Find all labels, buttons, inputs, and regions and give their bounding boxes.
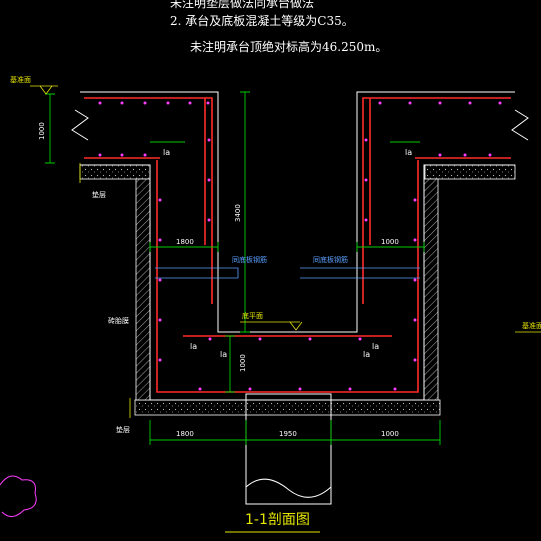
- rebar-left-outer: [156, 160, 419, 393]
- break-mark-left: [71, 109, 89, 141]
- side-wall-label: 砖胎膜: [108, 316, 129, 325]
- cushion-bottom-label: 垫层: [116, 425, 130, 434]
- la-mid-right-2: la: [363, 350, 370, 359]
- annotation-leaders: [155, 267, 420, 279]
- brick-wall-left: [135, 178, 151, 401]
- cushion-top-right: [424, 164, 516, 180]
- note-line-1: 未注明垫层做法同承台做法: [170, 0, 315, 10]
- cushion-top-left: [79, 164, 151, 180]
- rebar-right-upper: [362, 97, 511, 304]
- rebar-left-label: 同底板钢筋: [232, 255, 267, 264]
- rebar-left-upper: [84, 97, 213, 304]
- brick-wall-right: [423, 178, 439, 401]
- la-mid-left-2: la: [220, 350, 227, 359]
- cushion-bottom: [134, 399, 441, 416]
- concrete-outline: [80, 91, 515, 401]
- dim-center-depth: 3400: [234, 204, 242, 222]
- rebar-right-label: 同底板钢筋: [313, 255, 348, 264]
- dim-bottom-center: 1950: [279, 430, 297, 438]
- ground-level-left-label: 基准面: [10, 75, 31, 84]
- rebar: [84, 97, 511, 393]
- break-mark-right: [511, 109, 529, 141]
- cushion-left-label: 垫层: [92, 190, 106, 199]
- dim-bottom-left: 1800: [176, 430, 194, 438]
- la-mid-left: la: [190, 342, 197, 351]
- dim-right-inner-width: 1000: [381, 238, 399, 246]
- dimension-lines: [45, 91, 441, 445]
- ground-level-right-label: 基准面: [522, 321, 541, 330]
- la-top-right: la: [405, 148, 412, 157]
- level-markers: [30, 85, 541, 333]
- bottom-mark-label: 底平面: [242, 311, 263, 320]
- dim-left-inner-width: 1800: [176, 238, 194, 246]
- la-top-left: la: [163, 148, 170, 157]
- la-mid-right: la: [372, 342, 379, 351]
- revision-cloud: [0, 475, 37, 517]
- pile: [245, 393, 332, 505]
- dim-left-top-height: 1000: [38, 122, 46, 140]
- dim-pit-bottom-thickness: 1000: [239, 354, 247, 372]
- note-line-3: 未注明承台顶绝对标高为46.250m。: [190, 40, 388, 54]
- left-ticks: [79, 163, 131, 418]
- drawing-title: 1-1剖面图: [245, 512, 310, 528]
- pile-break: [245, 478, 332, 498]
- rebar-dots: [98, 101, 502, 391]
- note-line-2: 2. 承台及底板混凝土等级为C35。: [170, 14, 354, 28]
- dim-bottom-right: 1000: [381, 430, 399, 438]
